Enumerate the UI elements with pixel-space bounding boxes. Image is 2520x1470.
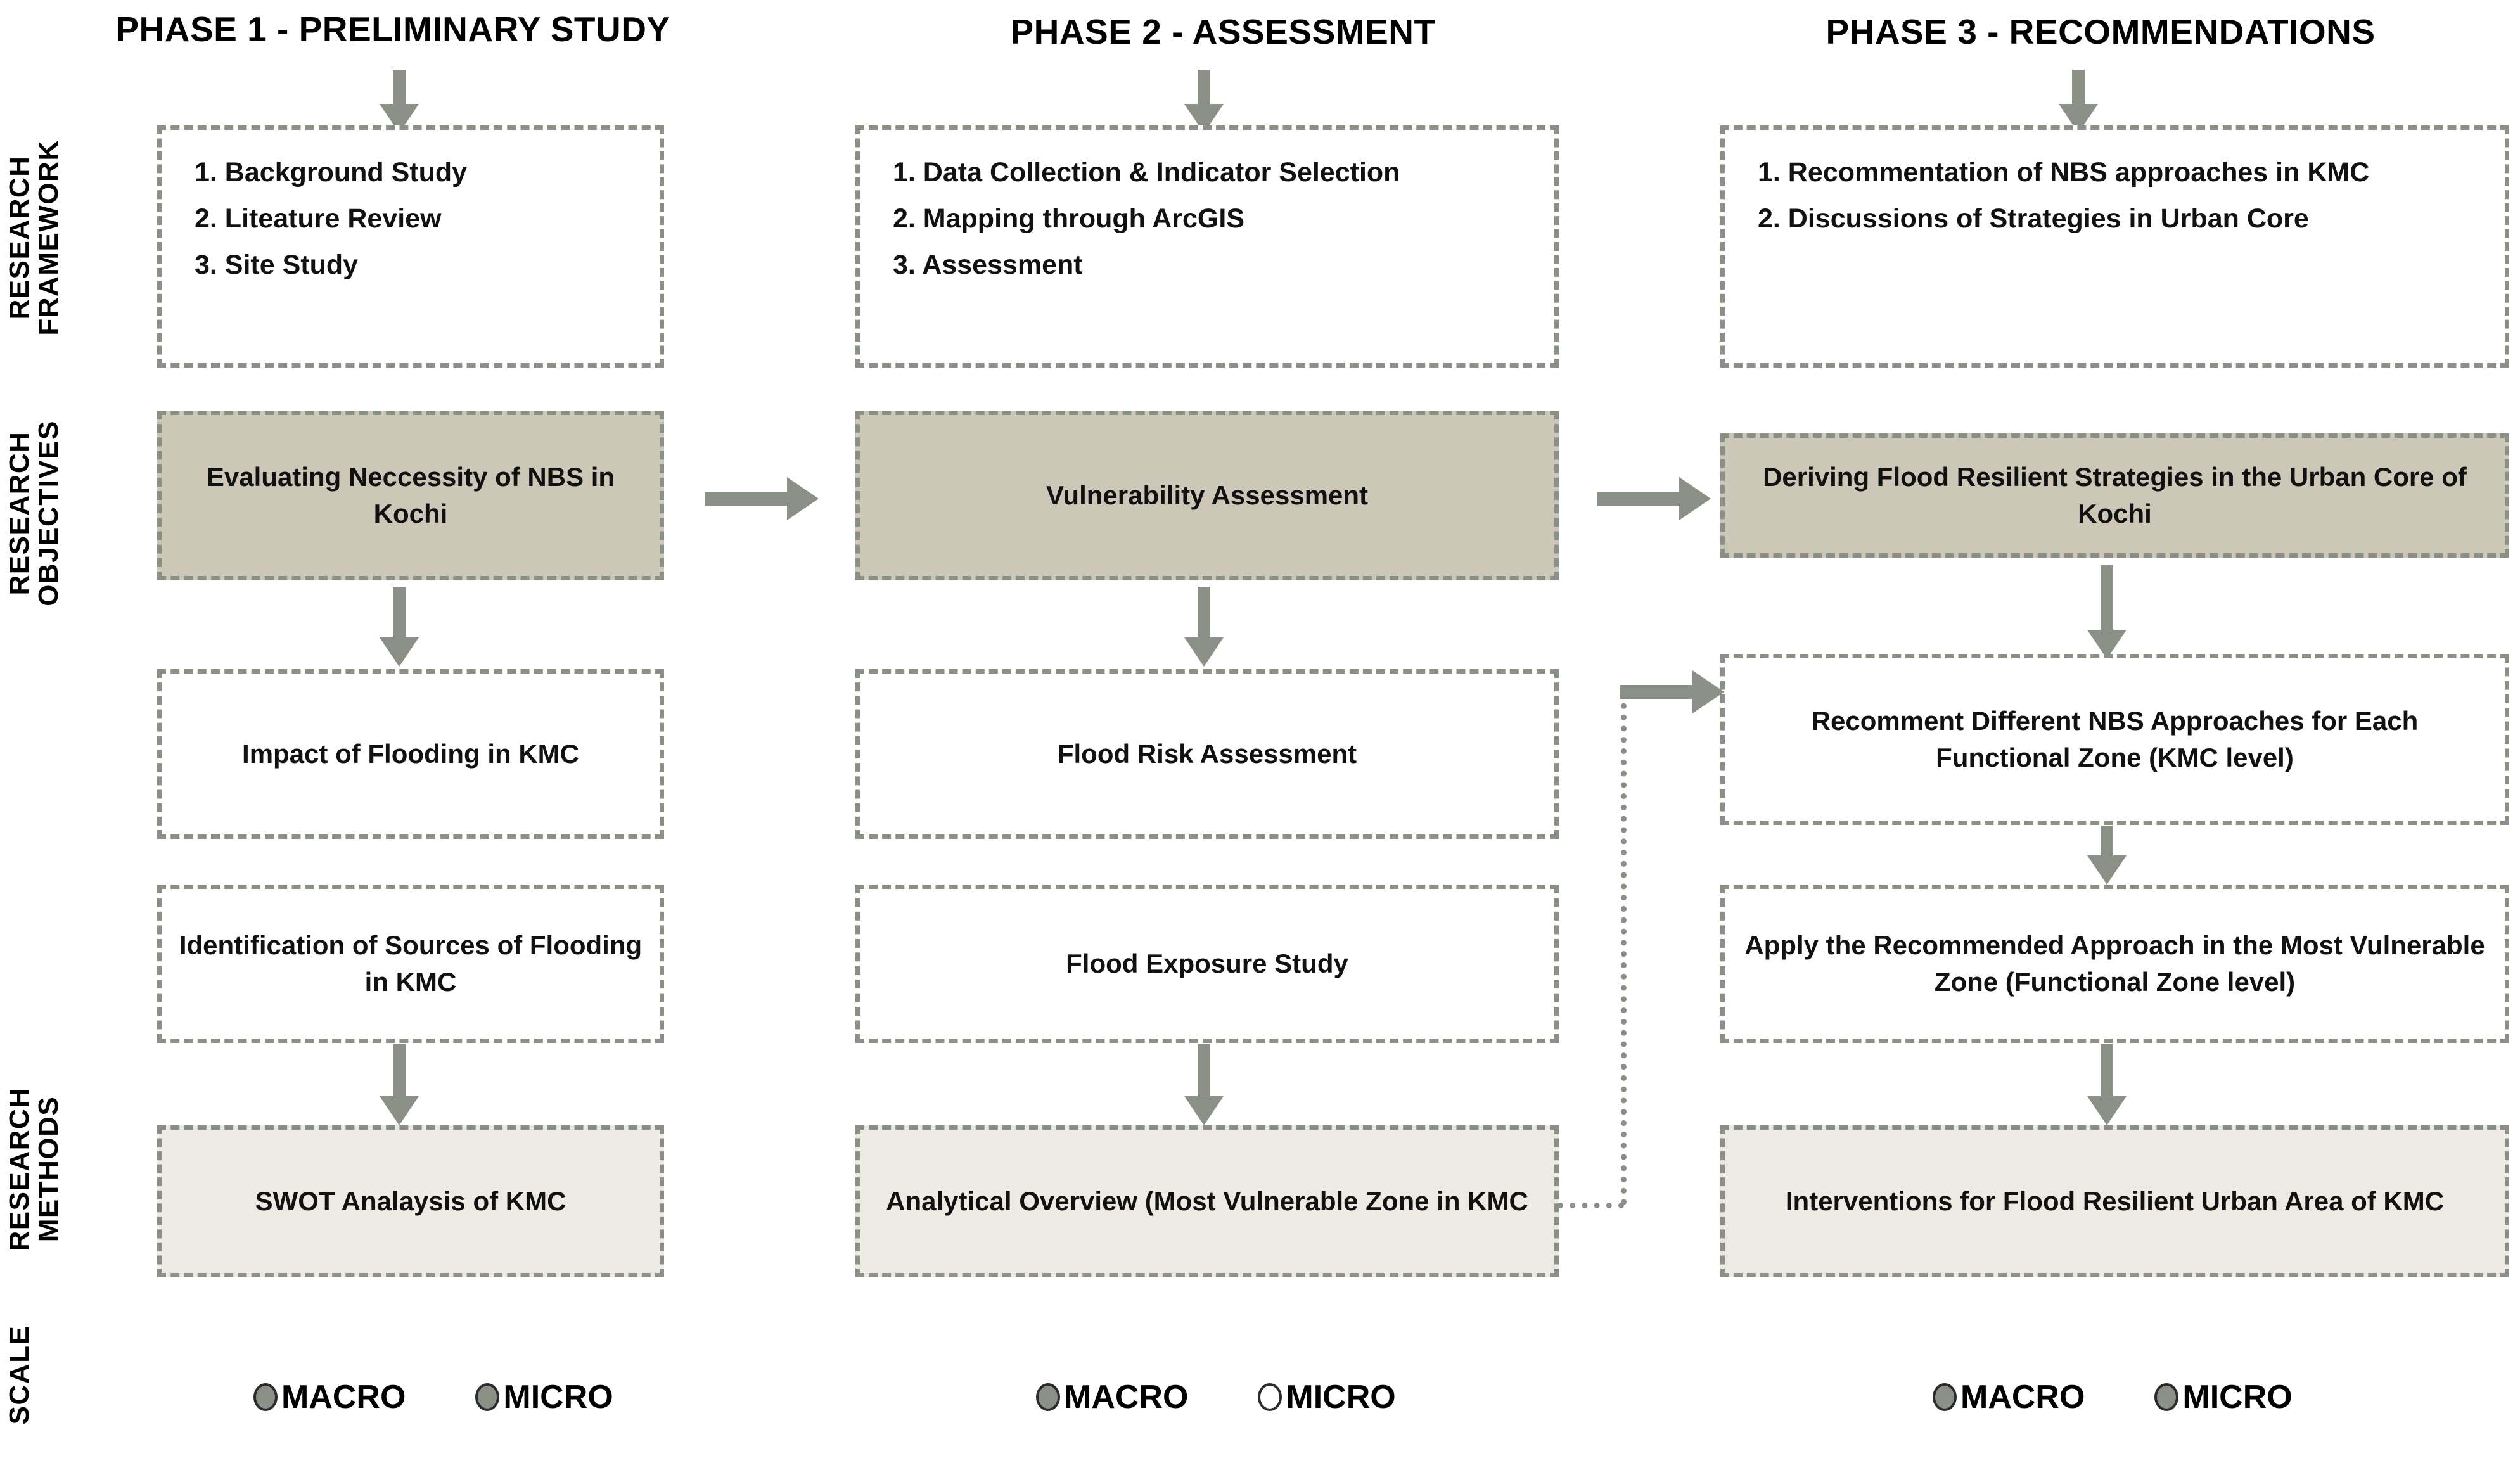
method-box-p3-interventions[interactable]: Interventions for Flood Resilient Urban … <box>1720 1125 2509 1277</box>
scale-label: MACRO <box>281 1379 406 1416</box>
scale-label: MACRO <box>1064 1379 1189 1416</box>
framework-box-phase-2[interactable]: 1. Data Collection & Indicator Selection… <box>855 125 1559 368</box>
arrow-p3-step1-to-step2 <box>2082 826 2132 885</box>
arrow-shaft <box>393 587 406 639</box>
scale-dot-filled-icon <box>253 1383 278 1411</box>
arrow-shaft <box>1198 1044 1210 1097</box>
arrow-shaft <box>1597 492 1680 506</box>
arrow-head <box>1692 670 1724 713</box>
scale-dot-filled-icon <box>2154 1383 2179 1411</box>
arrow-head <box>787 477 819 520</box>
arrow-shaft <box>1198 70 1210 106</box>
arrow-shaft <box>1198 587 1210 639</box>
scale-legend-phase-3: MACRO MICRO <box>1933 1378 2362 1416</box>
framework-item: 1. Recommentation of NBS approaches in K… <box>1758 157 2370 188</box>
arrow-shaft <box>2101 1044 2113 1097</box>
arrow-objective-to-step-p3 <box>2082 565 2132 659</box>
arrow-shaft <box>393 70 406 106</box>
arrow-head <box>2087 1096 2127 1125</box>
scale-item[interactable]: MACRO <box>253 1378 406 1416</box>
arrow-into-framework-p1 <box>374 70 425 133</box>
scale-dot-filled-icon <box>475 1383 500 1411</box>
arrow-head <box>1184 1096 1224 1125</box>
objective-box-phase-3[interactable]: Deriving Flood Resilient Strategies in t… <box>1720 433 2509 558</box>
scale-dot-filled-icon <box>1933 1383 1957 1411</box>
feedback-connector-arrow-into-p3 <box>1620 670 1724 713</box>
arrow-into-framework-p3 <box>2053 70 2104 133</box>
phase-3-title: PHASE 3 - RECOMMENDATIONS <box>1826 12 2376 51</box>
framework-box-phase-3[interactable]: 1. Recommentation of NBS approaches in K… <box>1720 125 2509 368</box>
scale-item[interactable]: MACRO <box>1933 1378 2085 1416</box>
arrow-head <box>380 637 419 667</box>
scale-label: MICRO <box>503 1379 613 1416</box>
method-box-p1-swot-analysis[interactable]: SWOT Analaysis of KMC <box>157 1125 664 1277</box>
scale-item[interactable]: MICRO <box>1258 1378 1396 1416</box>
framework-item: 1. Data Collection & Indicator Selection <box>893 157 1400 188</box>
arrow-head <box>2087 855 2127 885</box>
row-label-line-1: RESEARCH <box>4 431 35 596</box>
arrow-into-framework-p2 <box>1179 70 1229 133</box>
arrow-objective-to-step-p1 <box>374 587 425 667</box>
step-box-p2-flood-exposure-study[interactable]: Flood Exposure Study <box>855 885 1559 1043</box>
framework-item: 3. Site Study <box>195 250 359 280</box>
arrow-objective-to-step-p2 <box>1179 587 1229 667</box>
arrow-objective-p2-to-p3 <box>1597 476 1711 521</box>
row-label-line-1: RESEARCH <box>4 155 35 320</box>
framework-item: 2. Discussions of Strategies in Urban Co… <box>1758 203 2309 234</box>
arrow-shaft <box>2101 826 2113 857</box>
framework-item: 2. Liteature Review <box>195 203 442 234</box>
row-label-research-framework: RESEARCH FRAMEWORK <box>4 105 65 371</box>
scale-label: MACRO <box>1960 1379 2085 1416</box>
feedback-connector-horizontal-segment <box>1557 1203 1624 1208</box>
row-label-scale: SCALE <box>4 1299 35 1451</box>
phase-2-title: PHASE 2 - ASSESSMENT <box>1010 12 1436 51</box>
arrow-p2-step2-to-method <box>1179 1044 1229 1125</box>
arrow-shaft <box>393 1044 406 1097</box>
arrow-head <box>1184 637 1224 667</box>
framework-item: 2. Mapping through ArcGIS <box>893 203 1245 234</box>
arrow-shaft <box>1620 685 1694 699</box>
step-box-p1-impact-of-flooding[interactable]: Impact of Flooding in KMC <box>157 669 664 839</box>
arrow-shaft <box>2072 70 2085 106</box>
scale-legend-phase-1: MACRO MICRO <box>253 1378 683 1416</box>
step-box-p2-flood-risk-assessment[interactable]: Flood Risk Assessment <box>855 669 1559 839</box>
framework-box-phase-1[interactable]: 1. Background Study 2. Liteature Review … <box>157 125 664 368</box>
step-box-p1-identification-of-sources[interactable]: Identification of Sources of Flooding in… <box>157 885 664 1043</box>
scale-label: MICRO <box>2182 1379 2293 1416</box>
scale-legend-phase-2: MACRO MICRO <box>1036 1378 1466 1416</box>
step-box-p3-apply-recommended-approach[interactable]: Apply the Recommended Approach in the Mo… <box>1720 885 2509 1043</box>
phase-1-title: PHASE 1 - PRELIMINARY STUDY <box>115 10 670 49</box>
row-label-research-methods: RESEARCH METHODS <box>4 1036 65 1302</box>
arrow-head <box>1679 477 1711 520</box>
arrow-p3-step2-to-method <box>2082 1044 2132 1125</box>
scale-dot-hollow-icon <box>1258 1383 1282 1411</box>
objective-box-phase-1[interactable]: Evaluating Neccessity of NBS in Kochi <box>157 411 664 580</box>
scale-label: MICRO <box>1286 1379 1396 1416</box>
scale-item[interactable]: MICRO <box>2154 1378 2293 1416</box>
row-label-line-2: OBJECTIVES <box>33 420 65 606</box>
method-box-p2-analytical-overview[interactable]: Analytical Overview (Most Vulnerable Zon… <box>855 1125 1559 1277</box>
row-label-line-1: SCALE <box>4 1325 35 1425</box>
arrow-objective-p1-to-p2 <box>705 476 819 521</box>
arrow-p1-step2-to-method <box>374 1044 425 1125</box>
arrow-shaft <box>2101 565 2113 631</box>
scale-item[interactable]: MICRO <box>475 1378 613 1416</box>
feedback-connector-vertical-segment <box>1621 692 1627 1205</box>
scale-dot-filled-icon <box>1036 1383 1060 1411</box>
step-box-p3-recommend-nbs-approaches[interactable]: Recomment Different NBS Approaches for E… <box>1720 654 2509 825</box>
framework-item: 1. Background Study <box>195 157 468 188</box>
row-label-line-1: RESEARCH <box>4 1087 35 1251</box>
row-label-line-2: METHODS <box>33 1096 65 1243</box>
objective-box-phase-2[interactable]: Vulnerability Assessment <box>855 411 1559 580</box>
row-label-line-2: FRAMEWORK <box>33 139 65 336</box>
framework-item: 3. Assessment <box>893 250 1083 280</box>
row-label-research-objectives: RESEARCH OBJECTIVES <box>4 368 65 659</box>
scale-item[interactable]: MACRO <box>1036 1378 1188 1416</box>
arrow-head <box>380 1096 419 1125</box>
arrow-shaft <box>705 492 788 506</box>
